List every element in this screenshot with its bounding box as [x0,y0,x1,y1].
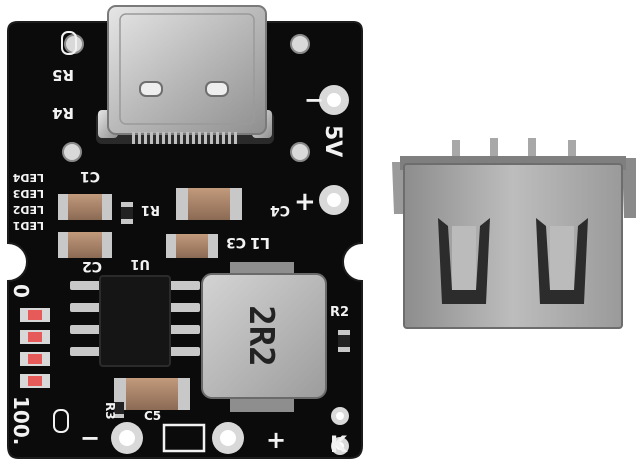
label-5v: 5V [320,125,345,157]
label-l1: L1 [250,234,270,252]
usb-c-connector [96,5,274,144]
small-pads [53,31,77,433]
capacitor-c2 [58,232,112,258]
label-minus-top: − [304,86,324,114]
silkscreen-labels: R5 R4 5V − + C1 C4 R1 C2 C3 L1 U1 R2 R3 … [9,66,349,458]
leds [20,308,50,388]
resistors [114,202,350,418]
label-k: K [330,433,348,458]
label-plus-bottom: + [266,426,286,454]
output-pads [111,85,349,455]
label-c4: C4 [270,202,290,218]
label-c2: C2 [82,258,102,274]
capacitor-c1 [58,194,112,220]
label-r2: R2 [330,305,349,320]
label-u1: U1 [130,256,150,271]
label-r3: R3 [103,402,117,420]
label-c5: C5 [144,409,161,423]
label-led1: LED1 [13,219,44,232]
label-r4: R4 [52,104,74,122]
label-r1: R1 [141,202,160,217]
label-c1: C1 [80,168,100,184]
capacitor-c5 [114,378,190,410]
capacitor-c4 [176,188,242,220]
capacitor-c3 [166,234,218,258]
label-minus-bottom: − [80,424,100,452]
inductor-marking: 2R2 [241,305,281,366]
label-r5: R5 [52,66,74,84]
inductor-l1: 2R2 [201,262,327,412]
usb-a-connector [392,138,636,329]
label-c3: C3 [226,234,246,250]
ic-chip-u1 [70,275,200,367]
label-plus-top: + [294,187,316,217]
label-led4: LED4 [12,171,44,184]
label-led3: LED3 [13,187,44,200]
label-hundred: 100. [9,396,33,445]
label-zero: 0 [9,284,33,298]
through-holes [62,34,310,162]
label-led2: LED2 [13,203,44,216]
